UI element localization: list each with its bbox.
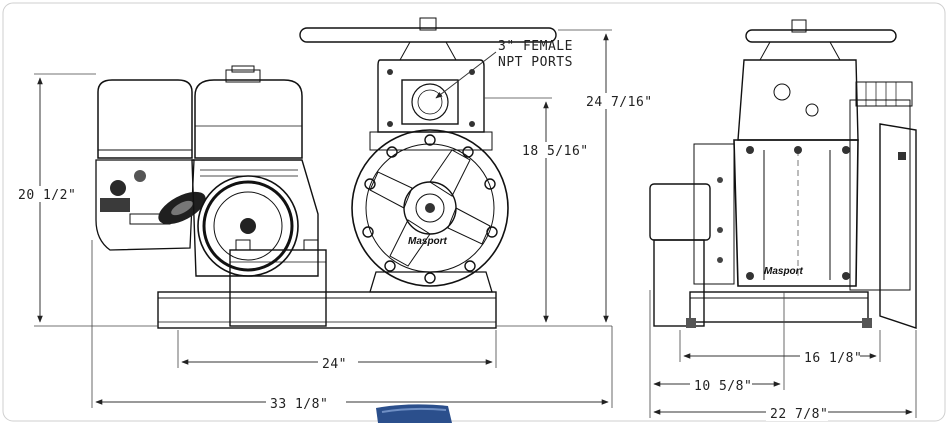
dim-overall-height: 20 1/2" [18, 188, 76, 203]
port-flange [401, 79, 459, 125]
pump: Masport [299, 17, 557, 293]
dim-port-height: 18 5/16" [522, 144, 589, 159]
brand-label-front: Masport [408, 236, 448, 247]
ports-leader [435, 51, 497, 99]
ports-callout-line1: 3" FEMALE [498, 39, 573, 54]
front-extension-lines [34, 29, 613, 408]
ports-callout-line2: NPT PORTS [498, 55, 573, 70]
pump-housing [351, 129, 509, 287]
dim-overall-width: 22 7/8" [770, 407, 828, 422]
side-pump-casing [733, 139, 859, 287]
dim-side-offset: 10 5/8" [694, 379, 752, 394]
side-base-skid [689, 291, 869, 323]
engine [95, 65, 319, 277]
dim-base-length: 24" [322, 357, 347, 372]
front-view: Masport 20 1/2" 18 5/16" 24 7/16" [16, 17, 653, 412]
base-skid [157, 291, 497, 329]
battery [229, 239, 327, 327]
dim-overall-length: 33 1/8" [270, 397, 328, 412]
side-guard [879, 123, 917, 329]
npt-port [411, 83, 449, 121]
dim-side-base-width: 16 1/8" [804, 351, 862, 366]
side-view: Masport 16 1/8" 10 5/8" 22 7/8" [649, 19, 917, 422]
blue-graphic-fragment [376, 404, 452, 423]
dim-total-height: 24 7/16" [586, 95, 653, 110]
brand-label-side: Masport [764, 266, 804, 277]
